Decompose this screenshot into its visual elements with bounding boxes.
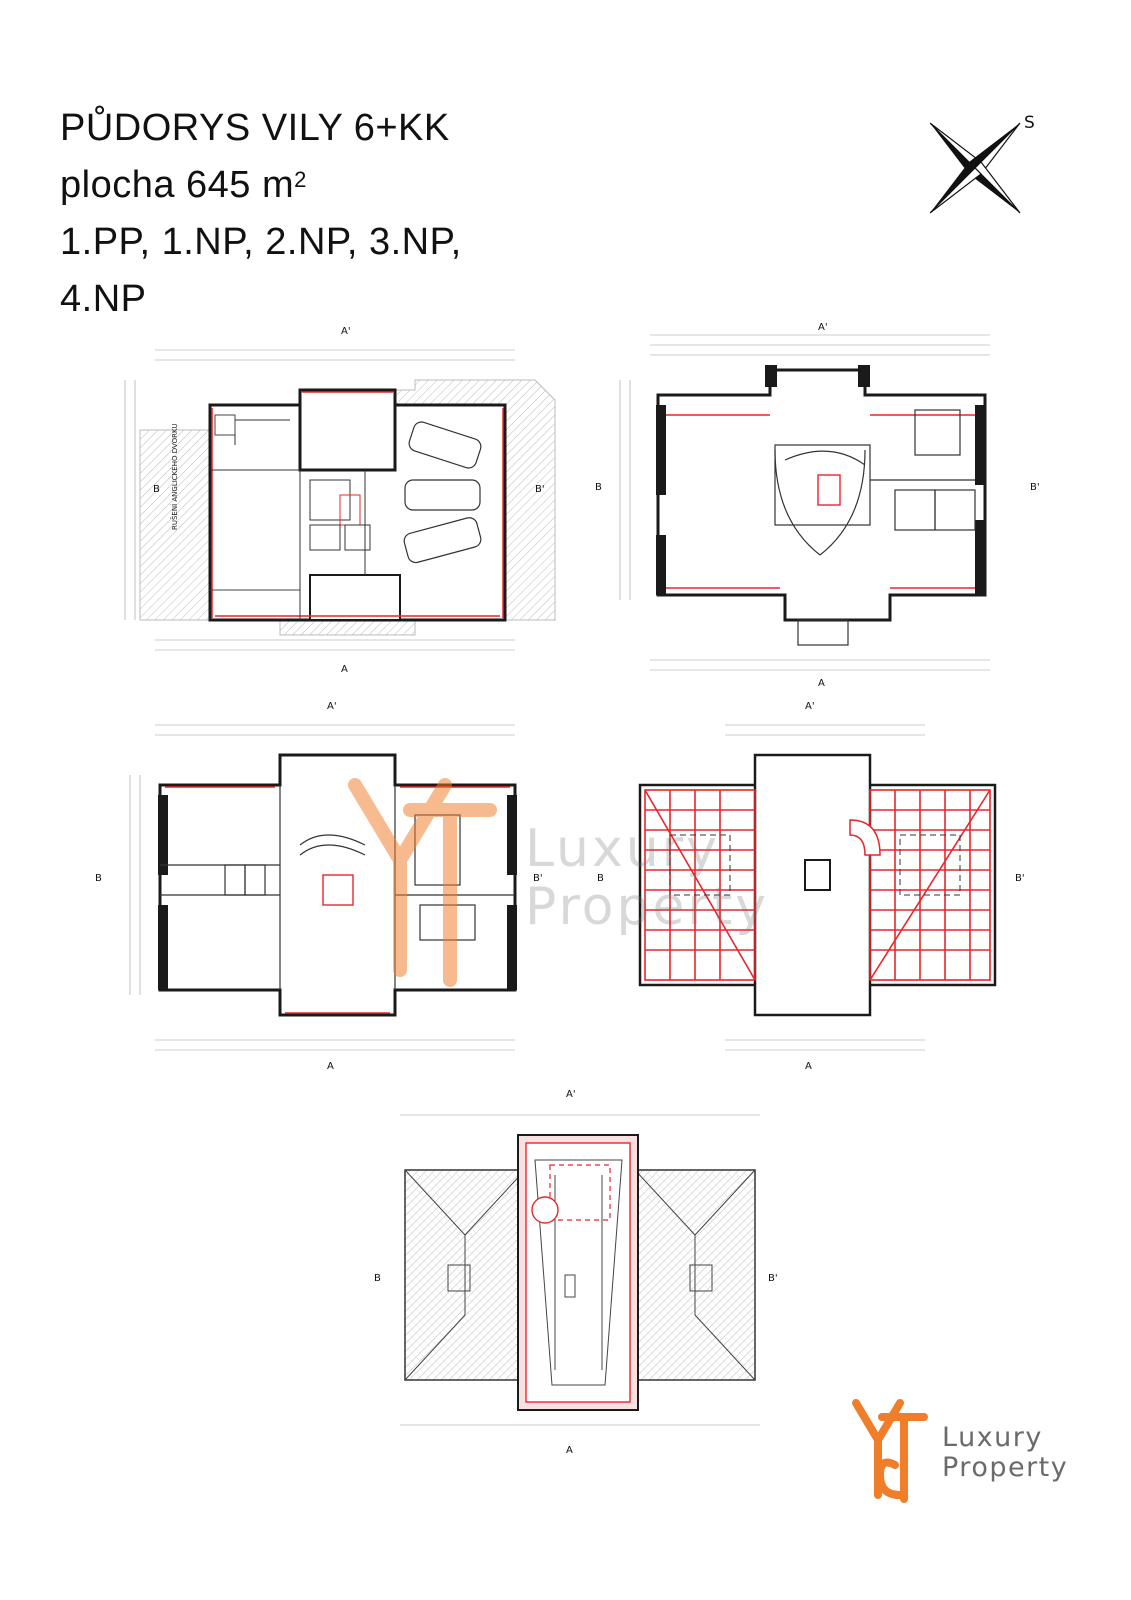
- section-mark-a-top: A': [341, 326, 351, 337]
- section-mark-b-right: B': [768, 1273, 778, 1284]
- section-mark-b-left: B: [95, 873, 102, 884]
- brand-logo: Luxury Property: [850, 1395, 1090, 1515]
- compass-north-label: S: [1024, 113, 1035, 133]
- section-mark-b-left: B: [374, 1273, 381, 1284]
- section-mark-b-right: B': [1030, 482, 1040, 493]
- section-mark-a-bottom: A: [818, 678, 825, 689]
- section-mark-b-right: B': [535, 484, 545, 495]
- brand-wordmark: Luxury Property: [942, 1423, 1068, 1483]
- area-text: plocha 645 m: [60, 164, 295, 206]
- brand-line-2: Property: [942, 1452, 1069, 1483]
- title-line-4: 4.NP: [60, 278, 147, 320]
- section-mark-a-bottom: A: [805, 1061, 812, 1072]
- section-mark-a-bottom: A: [341, 664, 348, 675]
- title-line-3: 1.PP, 1.NP, 2.NP, 3.NP,: [60, 221, 462, 263]
- section-mark-b-left: B: [597, 873, 604, 884]
- section-mark-a-top: A': [818, 322, 828, 333]
- section-mark-a-top: A': [327, 701, 337, 712]
- title-line-2: plocha 645 m2: [60, 157, 462, 214]
- brand-line-1: Luxury: [942, 1422, 1043, 1453]
- section-mark-b-right: B': [533, 873, 543, 884]
- floor-plan-third: A' A B B': [595, 695, 1045, 1075]
- section-mark-b-left: B: [595, 482, 602, 493]
- area-unit-superscript: 2: [294, 167, 307, 192]
- floor-plan-second: A' A B B': [95, 695, 555, 1075]
- brand-monogram-icon: [850, 1395, 930, 1505]
- section-mark-b-right: B': [1015, 873, 1025, 884]
- floor-plan-basement: RUŠENÍ ANGLICKÉHO DVORKU A' A B B': [115, 320, 560, 680]
- section-mark-a-top: A': [805, 701, 815, 712]
- floor-plan-ground: A' A B B': [590, 320, 1060, 690]
- section-mark-a-bottom: A: [566, 1445, 573, 1456]
- svg-text:RUŠENÍ ANGLICKÉHO DVORKU: RUŠENÍ ANGLICKÉHO DVORKU: [170, 423, 179, 530]
- page-title: PŮDORYS VILY 6+KK plocha 645 m2 1.PP, 1.…: [60, 100, 462, 328]
- section-mark-a-top: A': [566, 1089, 576, 1100]
- floor-plan-roof: A' A B B': [360, 1085, 800, 1460]
- title-line-1: PŮDORYS VILY 6+KK: [60, 107, 450, 149]
- section-mark-b-left: B: [153, 484, 160, 495]
- section-mark-a-bottom: A: [327, 1061, 334, 1072]
- compass-rose-icon: S: [929, 100, 1040, 220]
